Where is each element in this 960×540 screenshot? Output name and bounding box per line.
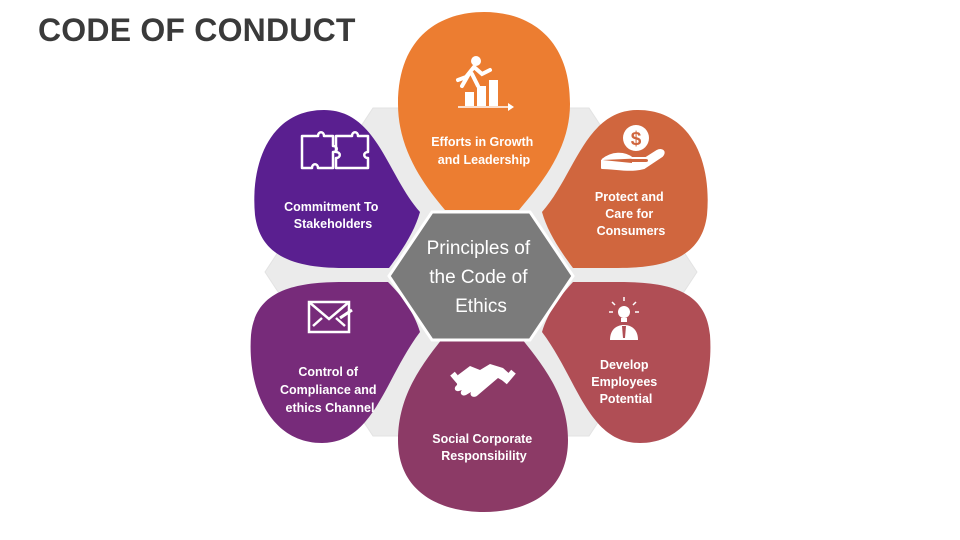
- petal-consumers[interactable]: $ Protect and Care for Consumers: [542, 110, 708, 268]
- petal-compliance-label: Control of Compliance and ethics Channel: [280, 365, 380, 415]
- petal-employees[interactable]: Develop Employees Potential: [542, 282, 711, 443]
- center-line-2: the Code of: [429, 267, 528, 288]
- petal-stakeholders-line-1: Commitment To: [284, 200, 379, 214]
- petal-compliance-line-2: Compliance and: [280, 383, 377, 397]
- petal-social-label: Social Corporate Responsibility: [432, 432, 536, 463]
- center-line-1: Principles of: [427, 238, 531, 259]
- petal-stakeholders-line-2: Stakeholders: [294, 217, 373, 231]
- center-hub: Principles of the Code of Ethics: [387, 210, 575, 342]
- petal-consumers-label: Protect and Care for Consumers: [595, 190, 667, 238]
- envelope-check-icon: [307, 300, 353, 334]
- petal-employees-label: Develop Employees Potential: [591, 358, 661, 406]
- petal-social-shape: [398, 335, 568, 512]
- petal-social[interactable]: Social Corporate Responsibility: [398, 335, 568, 512]
- money-hand-icon: $: [601, 125, 665, 171]
- petal-compliance-line-3: ethics Channel: [286, 401, 375, 415]
- growth-stairs-icon: [456, 56, 514, 111]
- petal-consumers-shape: [542, 110, 708, 268]
- center-hexagon: [387, 210, 575, 342]
- petal-growth-shape: [398, 12, 570, 210]
- petal-growth-line-2: and Leadership: [438, 153, 531, 167]
- svg-text:$: $: [631, 129, 642, 150]
- petal-stakeholders-shape: [254, 110, 420, 268]
- petal-social-line-2: Responsibility: [441, 449, 526, 463]
- idea-person-icon: [609, 297, 639, 340]
- center-label: Principles of the Code of Ethics: [427, 238, 536, 317]
- petal-employees-line-1: Develop: [600, 358, 649, 372]
- petal-employees-line-3: Potential: [600, 392, 653, 406]
- petal-consumers-line-2: Care for: [605, 207, 653, 221]
- slide-title: CODE OF CONDUCT: [38, 12, 356, 48]
- puzzle-icon: [300, 131, 370, 170]
- handshake-icon: [450, 364, 516, 397]
- petal-stakeholders-label: Commitment To Stakeholders: [284, 200, 382, 231]
- petal-compliance[interactable]: Control of Compliance and ethics Channel: [250, 282, 420, 443]
- petal-growth[interactable]: Efforts in Growth and Leadership: [398, 12, 570, 210]
- center-line-3: Ethics: [455, 296, 507, 317]
- petal-employees-line-2: Employees: [591, 375, 657, 389]
- petal-compliance-line-1: Control of: [298, 365, 359, 379]
- petal-employees-shape: [542, 282, 711, 443]
- petal-compliance-shape: [250, 282, 420, 443]
- petal-stakeholders[interactable]: Commitment To Stakeholders: [254, 110, 420, 268]
- petal-consumers-line-3: Consumers: [597, 224, 666, 238]
- petal-growth-line-1: Efforts in Growth: [431, 135, 533, 149]
- petal-growth-label: Efforts in Growth and Leadership: [431, 135, 537, 167]
- petal-social-line-1: Social Corporate: [432, 432, 532, 446]
- petal-consumers-line-1: Protect and: [595, 190, 664, 204]
